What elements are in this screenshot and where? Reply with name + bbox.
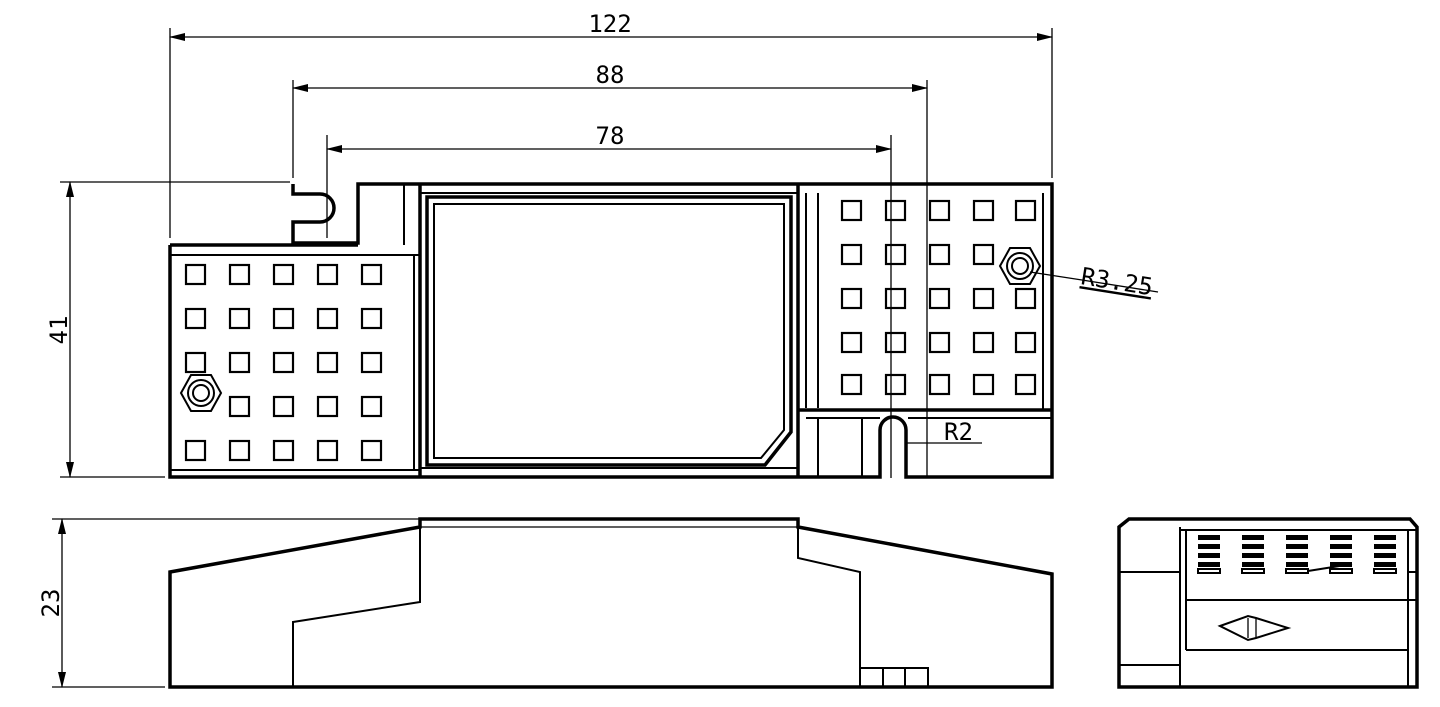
front-view [168,517,1054,689]
radius-r325-label: R3.25 [1079,262,1155,301]
dim-88-label: 88 [596,61,625,89]
dim-23-label: 23 [37,589,65,618]
radius-r2-label: R2 [944,418,973,446]
top-view-outline [168,182,1054,479]
side-view [1117,517,1419,689]
side-latch [1217,614,1292,642]
label-window [425,195,793,467]
side-view-outline [1117,517,1419,689]
dim-41-label: 41 [45,316,73,345]
top-view [168,182,1054,479]
dimension-lines: 122 88 78 41 23 R3.25 R2 [37,10,1159,688]
left-vent-grid [184,263,383,462]
front-view-outline [168,517,1054,689]
dim-78-label: 78 [596,122,625,150]
right-mount-hole [998,247,1042,285]
right-vent-grid [840,199,1037,396]
left-mount-hole [179,374,223,412]
side-vent-slots [1197,535,1397,574]
dim-122-label: 122 [588,10,631,38]
